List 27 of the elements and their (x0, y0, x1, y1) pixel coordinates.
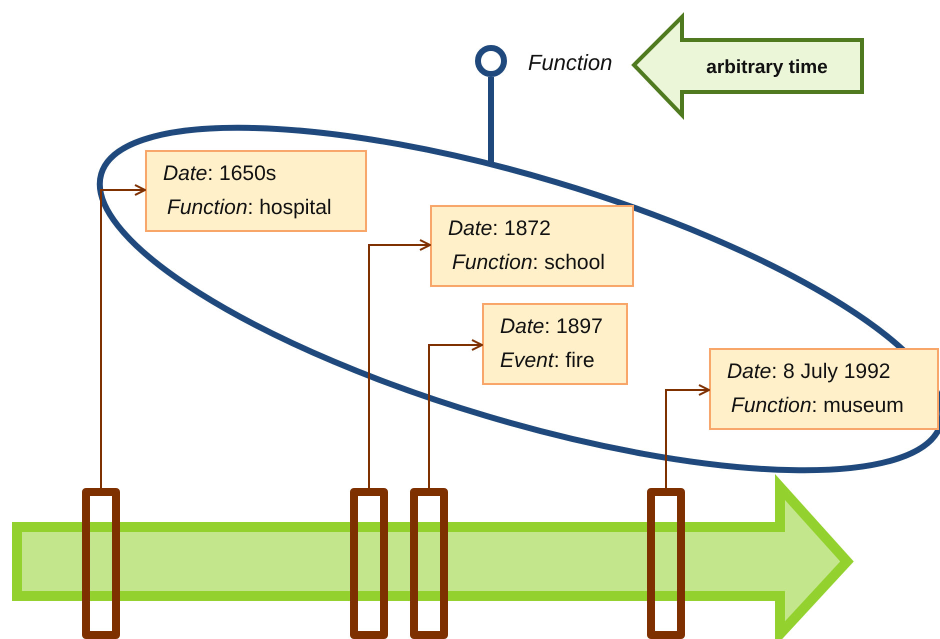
event-card (430, 205, 634, 287)
ellipse-outline (97, 124, 940, 474)
card-text: Date: 1872 (448, 216, 552, 242)
card-text: Date: 8 July 1992 (727, 359, 892, 385)
timeline-marker (647, 488, 685, 639)
arrow-label: arbitrary time (706, 57, 828, 79)
block-arrow (632, 15, 864, 117)
card-text: Date: 1897 (500, 314, 604, 340)
connector-arrow (368, 239, 431, 488)
connector-arrow (428, 339, 483, 488)
timeline-marker (82, 488, 120, 639)
timeline-marker (350, 488, 388, 639)
event-card (482, 303, 628, 385)
pin-circle (475, 45, 507, 77)
timeline-marker (410, 488, 448, 639)
pin-stem (488, 77, 494, 162)
connector-arrow (100, 184, 146, 488)
card-text: Function: school (451, 250, 606, 276)
card-text: Event: fire (500, 348, 596, 374)
pin-label: Function (528, 50, 612, 76)
timeline-arrow (12, 474, 854, 639)
event-card (709, 348, 939, 430)
card-text: Function: hospital (166, 195, 333, 221)
connector-arrow (665, 384, 710, 488)
card-text: Function: museum (730, 393, 905, 419)
card-text: Date: 1650s (163, 161, 278, 187)
event-card (145, 150, 367, 232)
